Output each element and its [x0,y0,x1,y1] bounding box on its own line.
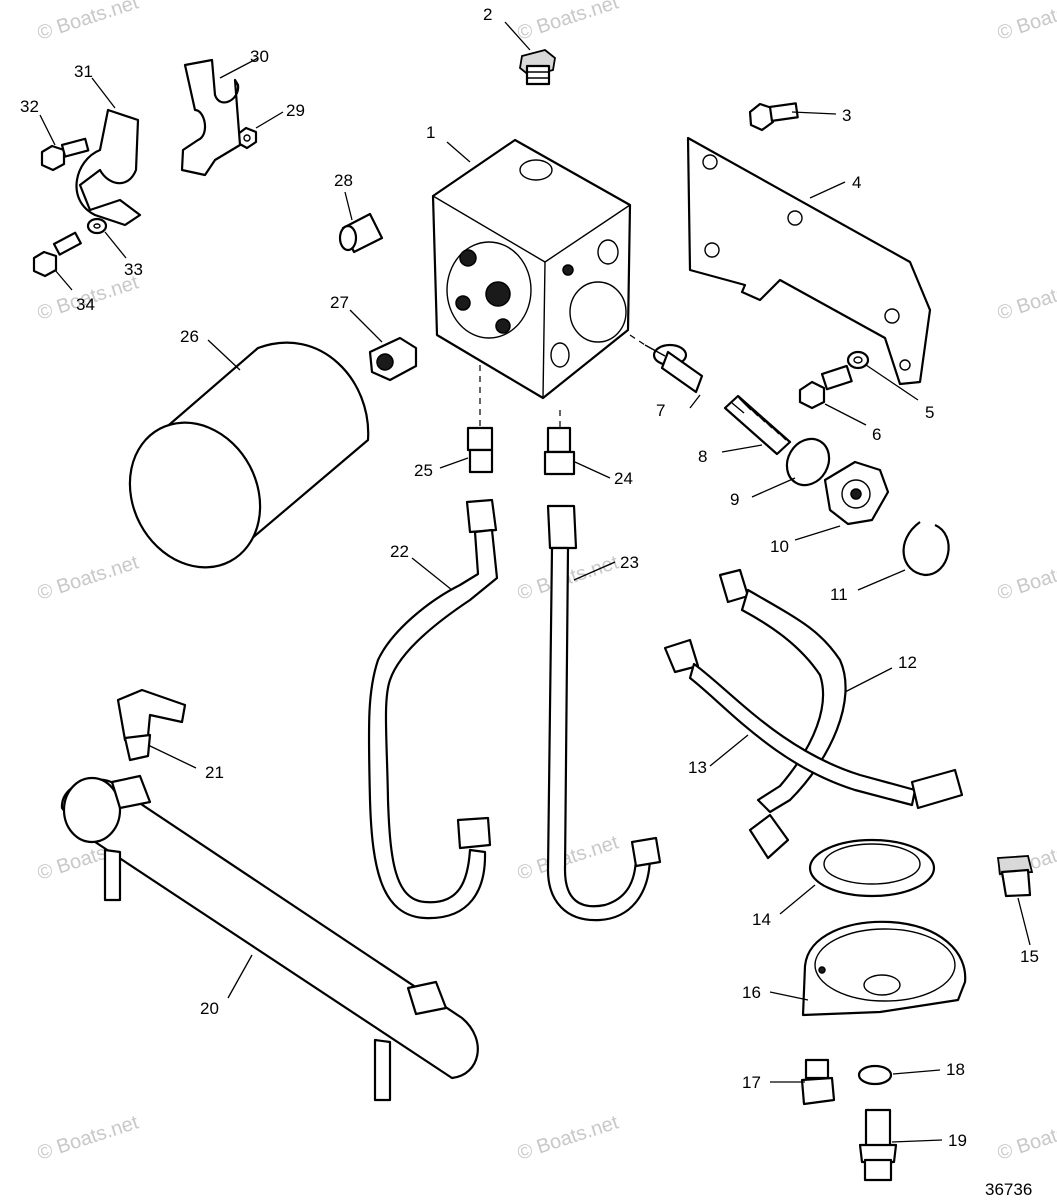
watermark: © Boats.net [995,0,1057,45]
callout-10: 10 [770,537,789,556]
washer-5 [846,350,870,370]
callout-18: 18 [946,1060,965,1079]
callout-2: 2 [483,5,492,24]
adapter-block [431,138,632,400]
callout-4: 4 [852,173,861,192]
nut-29 [236,126,258,150]
watermark: © Boats.net [515,0,622,45]
o-ring-9 [785,437,831,487]
callout-1: 1 [426,123,435,142]
gasket [808,838,936,898]
hose-13 [663,638,964,810]
callout-31: 31 [74,62,93,81]
callout-15: 15 [1020,947,1039,966]
watermark: © Boats.net [995,551,1057,604]
callout-17: 17 [742,1073,761,1092]
watermark: © Boats.net [995,271,1057,324]
mounting-bracket [686,136,932,386]
nipple-27 [368,336,418,382]
elbow-fitting [116,688,187,762]
hose-12 [718,568,847,860]
watermark: © Boats.net [515,1111,622,1164]
callout-33: 33 [124,260,143,279]
spring [723,394,792,456]
watermark: © Boats.net [35,0,142,45]
callout-29: 29 [286,101,305,120]
plug-2 [519,49,556,86]
callout-8: 8 [698,447,707,466]
bolt-34 [32,231,82,278]
callout-19: 19 [948,1131,967,1150]
callouts: 1 2 3 4 5 6 7 8 9 10 11 12 13 14 15 16 1… [20,5,1039,1150]
watermark: © Boats.net [995,1111,1057,1164]
fitting-15 [996,855,1034,898]
clamp-30 [180,58,242,177]
clamp-31 [75,108,142,227]
callout-28: 28 [334,171,353,190]
callout-22: 22 [390,542,409,561]
callout-26: 26 [180,327,199,346]
callout-30: 30 [250,47,269,66]
watermark: © Boats.net [515,831,622,884]
callout-20: 20 [200,999,219,1018]
hose-23 [546,504,662,922]
thermostat [823,460,890,526]
callout-27: 27 [330,293,349,312]
watermark: © Boats.net [35,1111,142,1164]
oil-filter [128,341,370,569]
callout-23: 23 [620,553,639,572]
diagram-code: 36736 [985,1180,1032,1199]
fitting-17 [800,1058,836,1106]
callout-3: 3 [842,106,851,125]
callout-9: 9 [730,490,739,509]
leader-lines [39,21,1031,1143]
watermark: © Boats.net [35,551,142,604]
callout-5: 5 [925,403,934,422]
sensor-19 [858,1108,898,1182]
oil-cooler [60,774,479,1102]
bolt-32 [40,137,90,172]
callout-6: 6 [872,425,881,444]
washer-18 [857,1064,893,1086]
fitting-28 [338,212,384,254]
callout-25: 25 [414,461,433,480]
filter-adapter [801,920,967,1017]
callout-21: 21 [205,763,224,782]
snap-ring [902,521,950,577]
callout-12: 12 [898,653,917,672]
callout-14: 14 [752,910,771,929]
fitting-25 [466,365,494,474]
bolt-6 [798,364,853,410]
callout-32: 32 [20,97,39,116]
washer-33 [86,217,108,235]
relief-valve [629,334,704,394]
callout-11: 11 [830,585,848,604]
hose-22 [367,498,499,920]
callout-34: 34 [76,295,95,314]
callout-16: 16 [742,983,761,1002]
fitting-24 [543,410,576,476]
callout-7: 7 [656,401,665,420]
bolt-3 [748,102,799,132]
callout-24: 24 [614,469,633,488]
callout-13: 13 [688,758,707,777]
